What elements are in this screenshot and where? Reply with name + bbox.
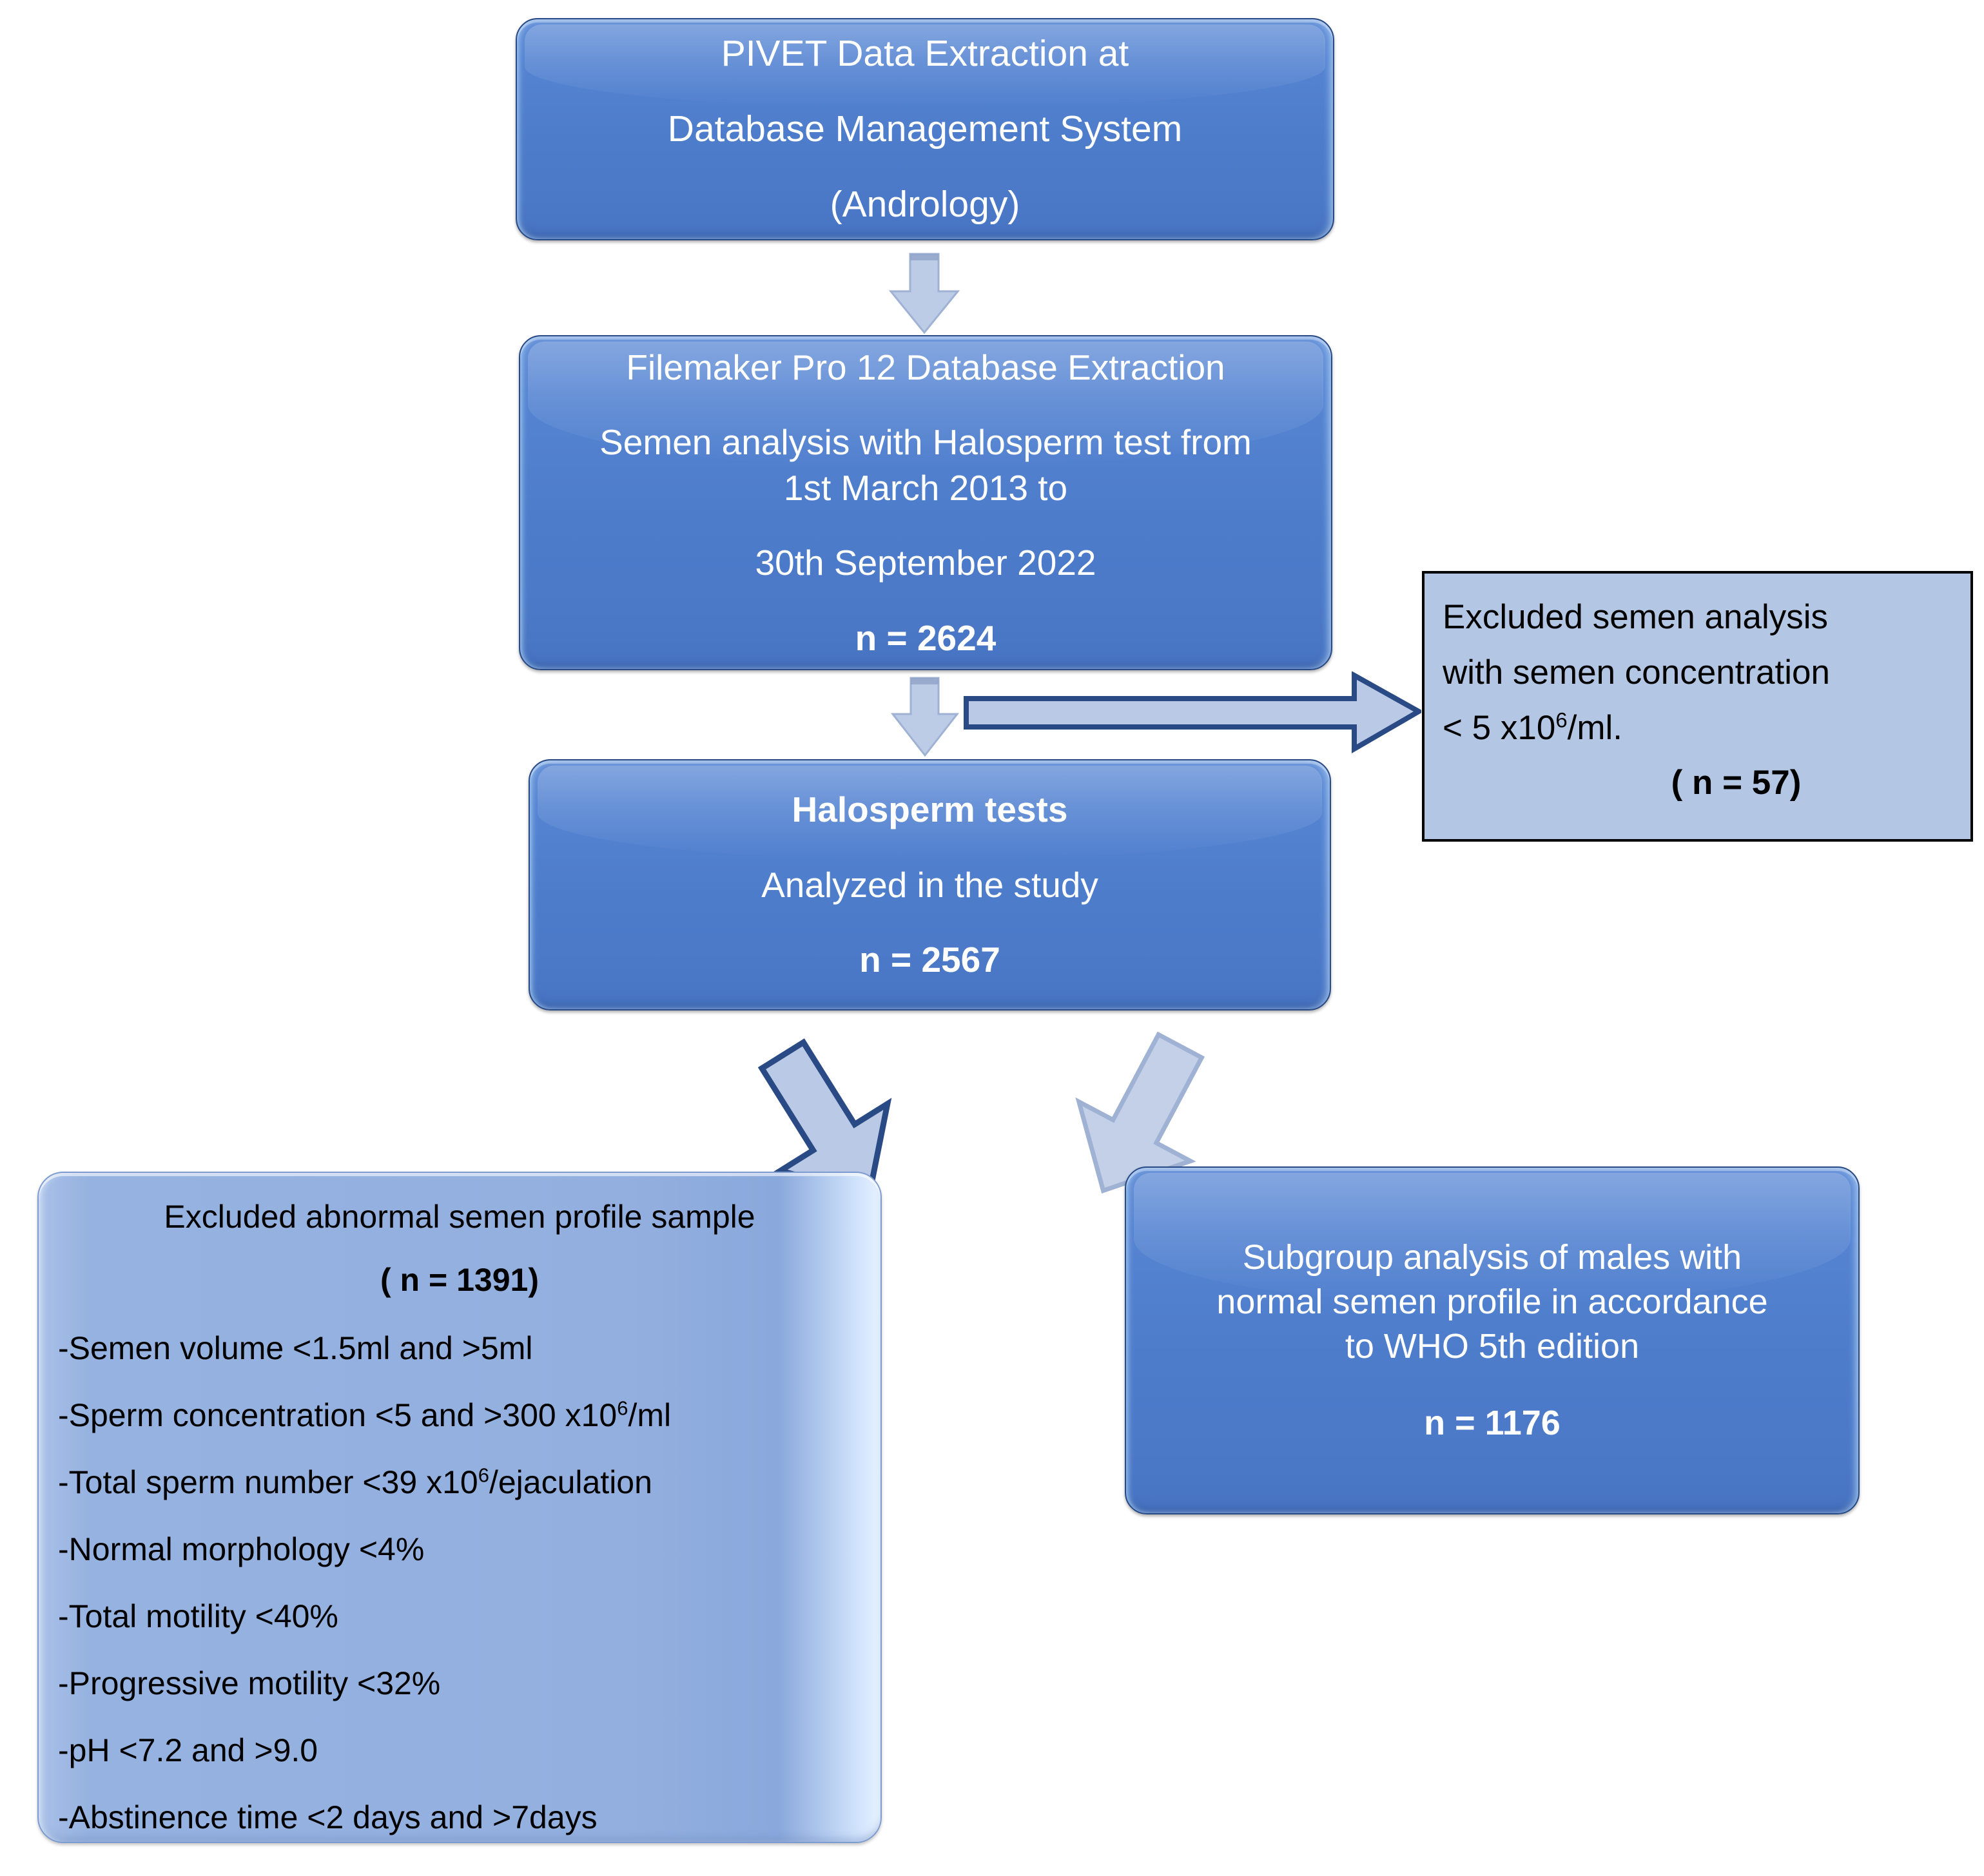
criterion-total-sperm-number-suffix: /ejaculation (489, 1464, 652, 1500)
threshold-suffix: /ml. (1567, 708, 1622, 747)
node-subgroup-count: n = 1176 (1424, 1404, 1561, 1443)
criterion-total-sperm-number-exponent: 6 (478, 1464, 489, 1487)
node-excluded-concentration-count: ( n = 57) (1671, 764, 1802, 802)
criterion-sperm-concentration-exponent: 6 (617, 1397, 628, 1420)
criterion-sperm-concentration: -Sperm concentration <5 and >300 x106/ml (58, 1395, 861, 1436)
criterion-abstinence-time: -Abstinence time <2 days and >7days (58, 1799, 598, 1835)
node-subgroup-line-2: normal semen profile in accordance (1216, 1282, 1768, 1321)
node-analyzed-count: n = 2567 (859, 940, 1000, 980)
node-source-box: PIVET Data Extraction at Database Manage… (516, 18, 1334, 240)
criterion-total-sperm-number: -Total sperm number <39 x106/ejaculation (58, 1462, 861, 1503)
node-excluded-abnormal-box: Excluded abnormal semen profile sample (… (37, 1172, 882, 1843)
criterion-normal-morphology: -Normal morphology <4% (58, 1531, 425, 1567)
criterion-semen-volume: -Semen volume <1.5ml and >5ml (58, 1330, 533, 1366)
node-extraction-line-3: 1st March 2013 to (783, 467, 1068, 508)
arrow-source-to-extraction (888, 251, 960, 335)
node-excluded-abnormal-count: ( n = 1391) (380, 1262, 539, 1298)
criterion-sperm-concentration-suffix: /ml (628, 1397, 672, 1433)
node-analyzed-subtitle: Analyzed in the study (761, 864, 1098, 905)
criterion-total-sperm-number-prefix: -Total sperm number <39 x10 (58, 1464, 478, 1500)
node-extraction-line-4: 30th September 2022 (755, 543, 1096, 583)
criterion-total-motility: -Total motility <40% (58, 1598, 338, 1634)
node-extraction-box: Filemaker Pro 12 Database Extraction Sem… (519, 335, 1332, 670)
node-excluded-concentration-box: Excluded semen analysis with semen conce… (1422, 571, 1973, 842)
node-analyzed-title: Halosperm tests (792, 789, 1068, 830)
criterion-ph: -pH <7.2 and >9.0 (58, 1732, 318, 1768)
node-subgroup-line-3: to WHO 5th edition (1345, 1327, 1640, 1366)
node-source-line-1: PIVET Data Extraction at (721, 33, 1129, 75)
node-extraction-line-1: Filemaker Pro 12 Database Extraction (626, 347, 1225, 388)
node-analyzed-box: Halosperm tests Analyzed in the study n … (529, 759, 1331, 1011)
node-subgroup-line-1: Subgroup analysis of males with (1242, 1237, 1742, 1277)
node-subgroup-box: Subgroup analysis of males with normal s… (1125, 1166, 1860, 1514)
node-excluded-concentration-line-2: with semen concentration (1443, 653, 1830, 691)
node-excluded-concentration-threshold: < 5 x106/ml. (1443, 706, 1952, 750)
node-source-line-3: (Andrology) (830, 183, 1020, 225)
node-excluded-concentration-line-1: Excluded semen analysis (1443, 598, 1829, 636)
node-source-line-2: Database Management System (667, 108, 1183, 150)
node-extraction-line-2: Semen analysis with Halosperm test from (599, 422, 1252, 463)
criterion-progressive-motility: -Progressive motility <32% (58, 1665, 441, 1701)
arrow-analyzed-to-excluded-abnormal (741, 1028, 922, 1215)
arrow-extraction-to-analyzed (890, 675, 960, 758)
node-excluded-abnormal-title: Excluded abnormal semen profile sample (164, 1199, 755, 1235)
arrow-extraction-to-excluded (964, 672, 1421, 754)
threshold-exponent: 6 (1555, 708, 1568, 731)
criterion-sperm-concentration-prefix: -Sperm concentration <5 and >300 x10 (58, 1397, 618, 1433)
threshold-prefix: < 5 x10 (1443, 708, 1556, 747)
node-extraction-count: n = 2624 (855, 617, 997, 658)
